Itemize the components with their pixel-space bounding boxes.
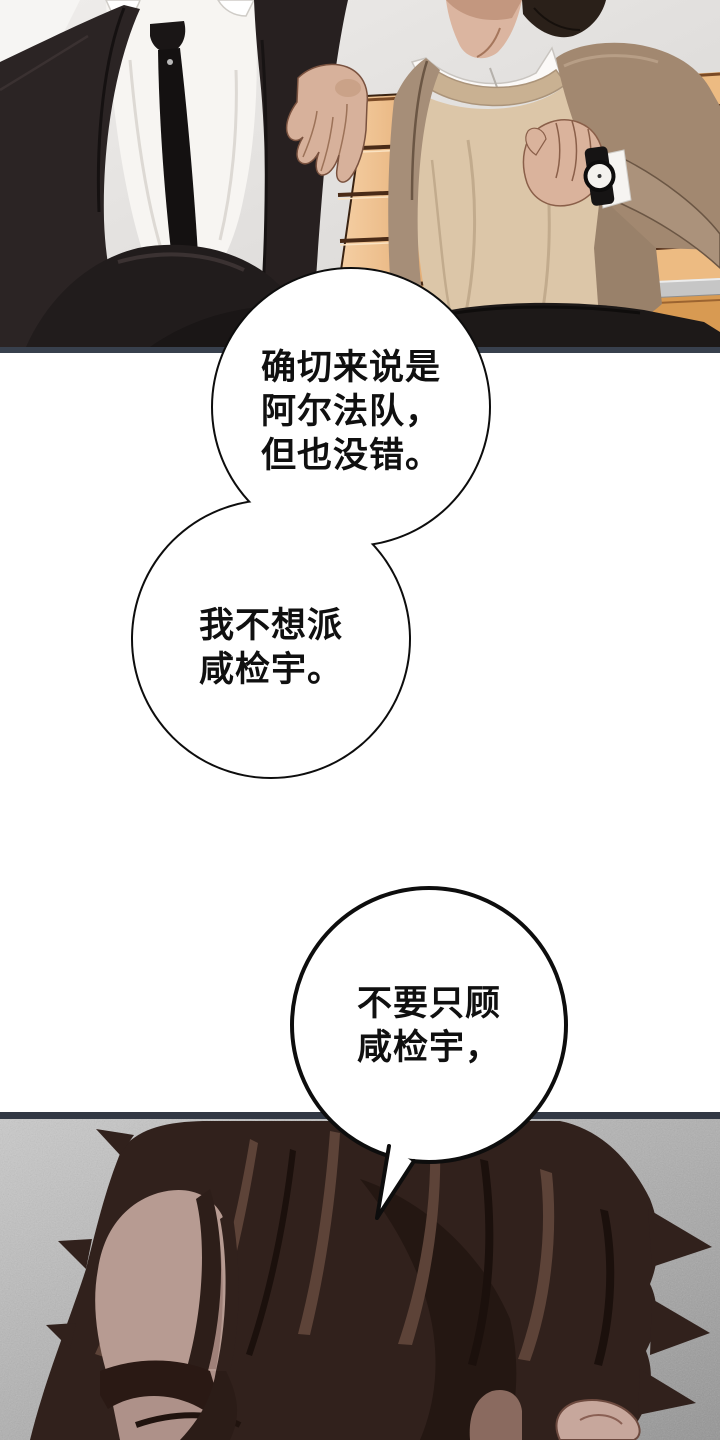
panel-bench-scene — [0, 0, 720, 353]
bubble-2-line-1: 我不想派 — [198, 606, 343, 645]
bubble-1-line-1: 确切来说是 — [260, 348, 441, 387]
wrist-watch — [583, 146, 616, 206]
bubble-2-line-2: 咸检宇。 — [198, 650, 343, 689]
tie-pin — [167, 59, 173, 65]
speech-bubble-1-text: 确切来说是 阿尔法队， 但也没错。 — [211, 346, 491, 478]
bubble-3-line-1: 不要只顾 — [356, 984, 501, 1023]
head-closeup-art — [0, 1119, 720, 1440]
right-man-figure — [388, 0, 720, 347]
bubble-1-line-3: 但也没错。 — [260, 436, 441, 475]
head-ear-and-cheek — [469, 1389, 641, 1440]
panel-head-closeup — [0, 1112, 720, 1440]
ear — [555, 1399, 641, 1440]
bubble-3-line-2: 咸检宇， — [356, 1028, 501, 1067]
speech-bubble-2-text: 我不想派 咸检宇。 — [131, 604, 411, 692]
right-man-hair — [522, 0, 606, 38]
head-forehead — [95, 1189, 242, 1440]
bench-scene-art — [0, 0, 720, 347]
bubble-1-line-2: 阿尔法队， — [260, 392, 441, 431]
left-man-tie — [150, 21, 186, 53]
right-man-trousers — [420, 302, 720, 347]
left-man-figure — [0, 0, 370, 347]
speech-bubble-3-text: 不要只顾 咸检宇， — [289, 982, 569, 1070]
eyebrow — [100, 1360, 222, 1413]
